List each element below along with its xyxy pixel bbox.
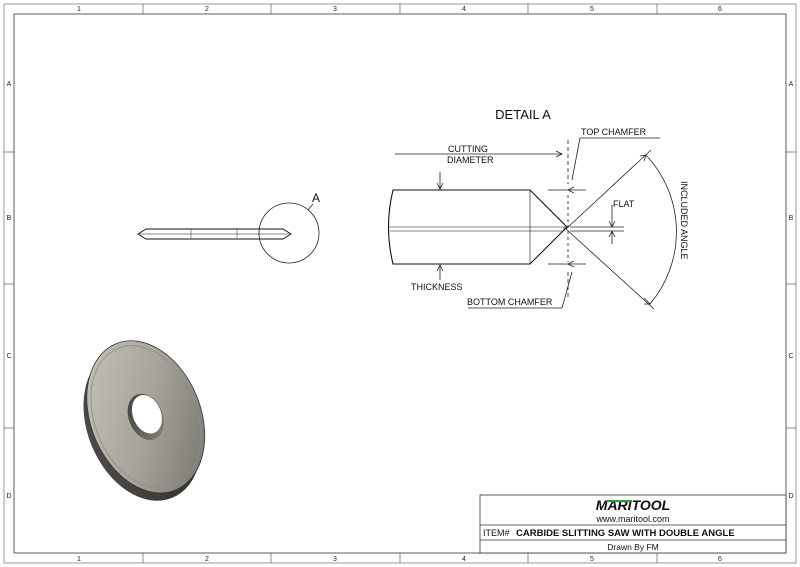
col-label-bottom-1: 1: [77, 556, 81, 563]
saw-isometric-view: [83, 340, 206, 501]
col-label-top-6: 6: [718, 6, 722, 13]
col-label-bottom-2: 2: [205, 556, 209, 563]
col-label-bottom-3: 3: [333, 556, 337, 563]
col-label-top-2: 2: [205, 6, 209, 13]
logo: MARITOOL: [596, 497, 670, 513]
included-angle-label: INCLUDED ANGLE: [679, 181, 689, 260]
col-label-top-1: 1: [77, 6, 81, 13]
logo-left: MARI: [596, 497, 633, 513]
row-label-right-b: B: [789, 215, 794, 222]
logo-right: TOOL: [632, 497, 671, 513]
detail-title: DETAIL A: [495, 107, 551, 122]
top-chamfer-label: TOP CHAMFER: [581, 127, 647, 137]
flat-label: FLAT: [613, 199, 635, 209]
detail-callout-letter: A: [312, 191, 320, 205]
row-label-right-c: C: [788, 353, 793, 360]
row-label-left-d: D: [6, 493, 11, 500]
website: www.maritool.com: [595, 514, 669, 524]
col-label-top-5: 5: [590, 6, 594, 13]
included-angle-dimension: [565, 149, 677, 310]
row-label-right-d: D: [788, 493, 793, 500]
saw-side-profile: [137, 228, 292, 240]
item-title: CARBIDE SLITTING SAW WITH DOUBLE ANGLE: [516, 528, 735, 539]
thickness-dimension: [436, 264, 444, 280]
zone-ticks: [4, 4, 796, 563]
detail-a-profile: [388, 189, 568, 265]
col-label-bottom-5: 5: [590, 556, 594, 563]
title-block: [479, 494, 787, 554]
col-label-top-3: 3: [333, 6, 337, 13]
row-label-left-c: C: [6, 353, 11, 360]
detail-callout-circle: [258, 202, 320, 264]
cutting-diameter-label-2: DIAMETER: [447, 155, 494, 165]
cutting-diameter-dimension: [395, 150, 563, 190]
flat-dimension: [570, 205, 624, 244]
row-label-left-b: B: [7, 215, 12, 222]
row-label-right-a: A: [789, 81, 794, 88]
drawn-by: Drawn By FM: [607, 542, 658, 552]
bottom-chamfer-label: BOTTOM CHAMFER: [467, 297, 553, 307]
col-label-bottom-4: 4: [462, 556, 466, 563]
row-label-left-a: A: [7, 81, 12, 88]
chamfer-dimensions: [468, 137, 660, 309]
thickness-label: THICKNESS: [411, 282, 463, 292]
cutting-diameter-label-1: CUTTING: [448, 144, 488, 154]
col-label-bottom-6: 6: [718, 556, 722, 563]
item-prefix: ITEM#: [483, 528, 510, 538]
col-label-top-4: 4: [462, 6, 466, 13]
detail-callout-leader: [307, 203, 314, 211]
